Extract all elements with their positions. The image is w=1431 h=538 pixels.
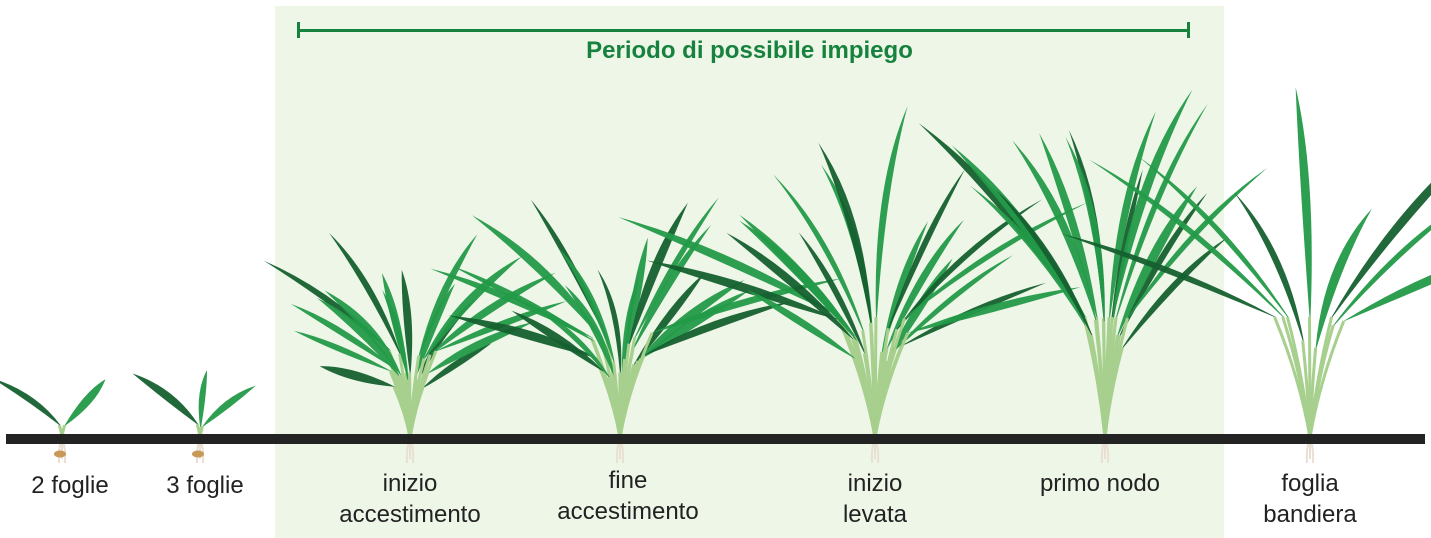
stage-label-2-foglie: 2 foglie xyxy=(10,470,130,501)
stage-label-3-foglie: 3 foglie xyxy=(145,470,265,501)
plant-stem xyxy=(873,332,910,438)
stage-label-line: inizio xyxy=(382,470,438,497)
usage-period-range-bar xyxy=(298,29,1189,32)
plant-leaf xyxy=(1333,224,1431,326)
plant-1 xyxy=(0,379,106,464)
plant-4 xyxy=(430,197,842,464)
plant-leaf xyxy=(633,272,705,365)
plant-leaf xyxy=(64,379,106,426)
plant-leaf xyxy=(901,282,1047,346)
plant-leaf xyxy=(875,105,908,317)
plant-stem xyxy=(1308,320,1346,438)
plant-leaf xyxy=(652,278,842,333)
plant-leaf xyxy=(422,343,492,388)
stage-label-line: accestimento xyxy=(557,498,699,525)
plant-leaf xyxy=(382,290,409,380)
stage-label-line: fine xyxy=(608,467,648,494)
plant-leaf xyxy=(907,287,1081,333)
plant-6 xyxy=(918,89,1268,464)
plant-leaf xyxy=(597,269,622,373)
plant-leaf xyxy=(319,366,396,387)
usage-period-title: Periodo di possibile impiego xyxy=(586,37,913,64)
plant-leaf xyxy=(202,385,256,427)
plant-3 xyxy=(263,233,567,464)
stage-label-line: bandiera xyxy=(1263,501,1357,528)
plant-leaf xyxy=(644,301,792,356)
stage-label-line: foglia xyxy=(1281,470,1339,497)
plant-leaf xyxy=(1234,192,1304,341)
ground-line xyxy=(6,434,1425,444)
plant-leaf xyxy=(290,303,393,368)
plant-leaf xyxy=(624,237,648,360)
stage-label-foglia-bandiera: foglia bandiera xyxy=(1250,468,1370,530)
plant-stem xyxy=(1103,347,1124,438)
plant-leaf xyxy=(888,169,965,329)
plant-leaf xyxy=(198,369,208,427)
plant-leaf xyxy=(511,310,605,372)
plant-leaf xyxy=(633,224,712,349)
plant-leaf xyxy=(418,234,478,356)
plant-stem xyxy=(618,332,654,438)
plant-leaf xyxy=(634,197,719,337)
plant-leaf xyxy=(798,232,866,354)
stage-label-inizio-accestimento: inizio accestimento xyxy=(310,468,510,530)
plant-leaf xyxy=(1119,192,1208,336)
plant-leaf xyxy=(1331,182,1431,317)
plant-leaf xyxy=(1295,87,1312,318)
usage-period-range-start-cap xyxy=(297,22,300,38)
plant-leaf xyxy=(628,202,688,344)
plant-5 xyxy=(618,105,1088,464)
plant-leaf xyxy=(818,142,872,323)
plant-leaf xyxy=(1343,274,1431,321)
plant-leaf xyxy=(415,283,456,376)
plant-seed xyxy=(192,450,204,458)
stage-label-line: primo nodo xyxy=(1039,470,1161,497)
plant-leaf xyxy=(427,321,534,374)
usage-period-range-end-cap xyxy=(1187,22,1190,38)
plant-leaf xyxy=(726,232,854,339)
stage-label-line: 2 foglie xyxy=(31,472,109,499)
plant-stem xyxy=(408,350,438,438)
stage-label-line: 3 foglie xyxy=(166,472,244,499)
stage-label-line: inizio xyxy=(847,470,903,497)
stage-label-line: levata xyxy=(842,501,908,528)
stage-label-primo-nodo: primo nodo xyxy=(1005,468,1195,499)
stage-label-fine-accestimento: fine accestimento xyxy=(528,465,728,527)
plant-leaf xyxy=(1065,136,1105,322)
plant-leaf xyxy=(739,220,858,341)
plant-seed xyxy=(54,450,66,458)
plant-leaf xyxy=(401,269,413,373)
plant-leaf xyxy=(646,260,840,321)
plant-leaf xyxy=(0,380,61,425)
plant-2 xyxy=(132,369,256,464)
plant-leaf xyxy=(293,330,392,372)
plant-7 xyxy=(1061,87,1431,464)
plant-leaf xyxy=(1315,208,1372,348)
plant-leaf xyxy=(881,221,929,352)
plant-leaf xyxy=(317,298,400,376)
plant-leaf xyxy=(564,285,616,377)
stage-label-line: accestimento xyxy=(339,501,481,528)
plant-leaf xyxy=(448,315,597,358)
plant-leaf xyxy=(746,289,856,359)
plant-leaf xyxy=(1068,129,1105,319)
stage-label-inizio-levata: inizio levata xyxy=(795,468,955,530)
plant-leaf xyxy=(132,373,199,425)
